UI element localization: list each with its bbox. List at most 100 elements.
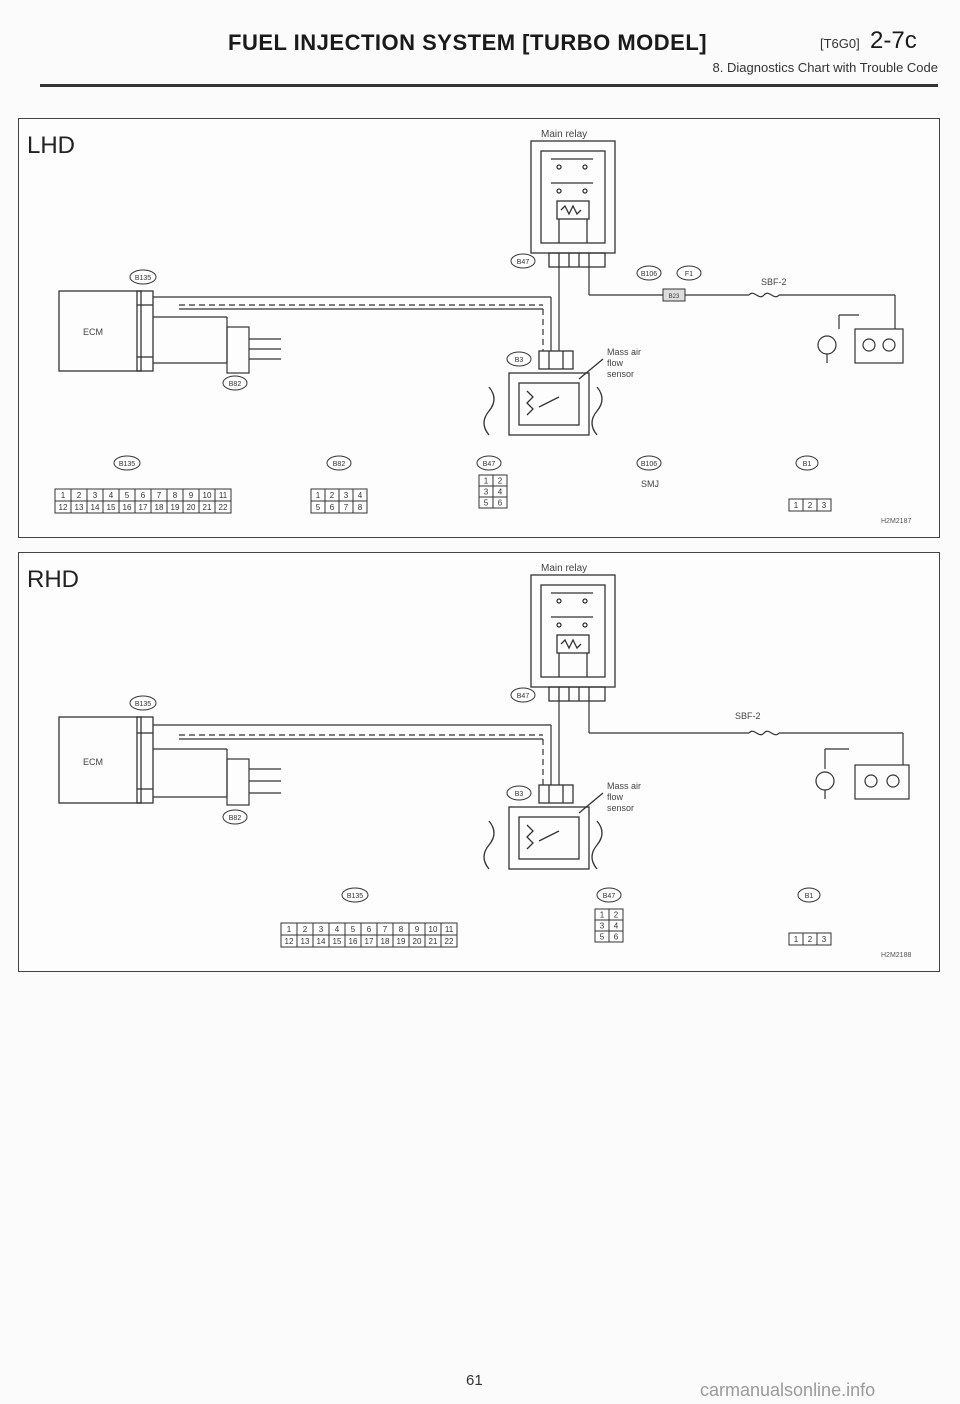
lhd-fuse-label: SBF-2 [761,277,787,287]
pin-number: 5 [125,491,130,500]
section-number: 2-7c [870,27,917,54]
rhd-b82-tag-label: B82 [229,815,242,822]
rhd-fuse-label: SBF-2 [735,711,761,721]
pin-number: 14 [91,503,100,512]
lhd-b82-tag-label: B82 [229,381,242,388]
section-code: [T6G0] [820,36,860,51]
rhd-b3-tag-label: B3 [515,791,524,798]
pin-number: 6 [330,503,335,512]
lhd-shielded-wires [153,267,679,351]
rhd-wiring-diagram: RHD Main relay B47 ECM B135 [18,552,940,972]
pin-number: 8 [399,925,404,934]
pin-cell [440,934,458,948]
lhd-b135-face-tag [113,455,141,471]
rhd-b47-face-tag [596,887,622,903]
pin-number: 6 [614,933,619,942]
rhd-b135-tag-label: B135 [135,701,151,708]
watermark: carmanualsonline.info [700,1380,876,1400]
pin-number: 17 [139,503,148,512]
pin-number: 12 [285,937,294,946]
pin-number: 5 [351,925,356,934]
rhd-ecm [58,716,154,804]
lhd-power-circuit [685,292,904,364]
lhd-diagram-svg: LHD Main relay B47 ECM B135 [27,129,911,525]
pin-number: 3 [484,488,489,497]
pin-number: 2 [303,925,308,934]
pin-number: 3 [93,491,98,500]
lhd-b47-face-tag [476,455,502,471]
lhd-figure-id: H2M2187 [881,518,911,525]
rhd-b47-tag-label: B47 [517,693,530,700]
pin-number: 14 [317,937,326,946]
pin-number: 21 [429,937,438,946]
rhd-shielded-wires [153,701,749,785]
lhd-b1-face-tag [795,455,819,471]
rhd-ecm-label: ECM [83,757,103,767]
rhd-maf-label-1: Mass air [607,781,641,791]
pin-cell [352,500,368,514]
rhd-b82-tag [222,809,248,825]
lhd-b1-face-label: B1 [803,461,812,468]
pin-cell [816,932,832,946]
lhd-b3-tag [506,351,532,367]
pin-number: 1 [794,935,799,944]
lhd-maf-label-1: Mass air [607,347,641,357]
pin-number: 5 [600,933,605,942]
lhd-b82-face-tag [326,455,352,471]
pin-number: 20 [187,503,196,512]
pin-number: 17 [365,937,374,946]
pin-number: 10 [203,491,212,500]
pin-number: 1 [61,491,66,500]
rhd-label: RHD [27,566,79,593]
lhd-main-relay [530,140,616,268]
lhd-b106-face-label: B106 [641,461,657,468]
lhd-b106-face-tag [636,455,662,471]
lhd-f1-tag [676,265,702,281]
pin-number: 1 [600,911,605,920]
lhd-b82-face-label: B82 [333,461,346,468]
rhd-b135-face-label: B135 [347,893,363,900]
lhd-f1-tag-label: F1 [685,271,693,278]
pin-number: 1 [794,501,799,510]
lhd-b47-tag [510,253,536,269]
rhd-main-relay-label: Main relay [541,563,587,574]
lhd-maf-sensor [483,350,604,436]
pin-number: 2 [808,501,813,510]
header-rule [40,84,938,87]
pin-number: 13 [301,937,310,946]
lhd-main-relay-label: Main relay [541,129,587,140]
pin-number: 6 [367,925,372,934]
lhd-b135-tag-label: B135 [135,275,151,282]
pin-number: 4 [358,491,363,500]
lhd-b135-tag [129,269,157,285]
pin-number: 10 [429,925,438,934]
pin-number: 8 [358,503,363,512]
rhd-b47-face-label: B47 [603,893,616,900]
lhd-ecm-label: ECM [83,327,103,337]
pin-number: 5 [484,499,489,508]
pin-number: 22 [219,503,228,512]
pin-number: 4 [109,491,114,500]
pin-number: 15 [333,937,342,946]
rhd-b135-face-tag [341,887,369,903]
pin-number: 19 [397,937,406,946]
pin-number: 22 [445,937,454,946]
pin-number: 3 [822,935,827,944]
pin-number: 3 [319,925,324,934]
lhd-b106-tag [636,265,662,281]
pin-number: 2 [77,491,82,500]
lhd-b23-label: B23 [669,294,680,300]
pin-number: 1 [484,477,489,486]
pin-number: 18 [381,937,390,946]
page-number: 61 [466,1372,483,1389]
rhd-maf-sensor [483,784,604,870]
pin-cell [608,930,624,943]
lhd-b135-face-label: B135 [119,461,135,468]
pin-number: 18 [155,503,164,512]
rhd-power-circuit [748,730,910,800]
pin-cell [214,500,232,514]
